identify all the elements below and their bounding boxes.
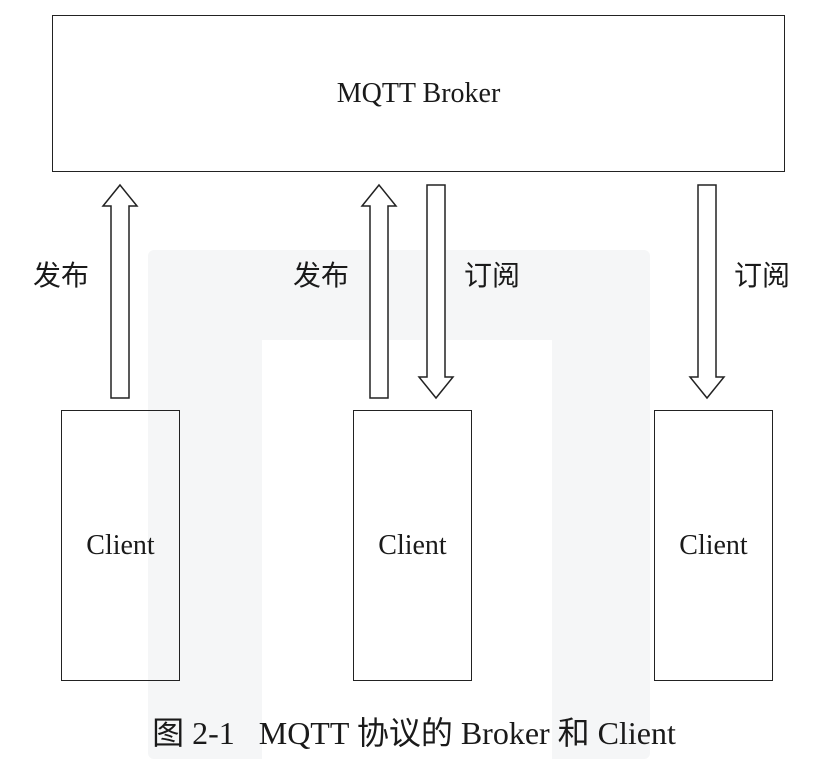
figure-caption: 图 2-1 MQTT 协议的 Broker 和 Client [152, 715, 676, 751]
mqtt-broker-box: MQTT Broker [52, 15, 785, 172]
publish-label-1: 发布 [33, 259, 90, 292]
client-label-1: Client [86, 529, 155, 561]
broker-label: MQTT Broker [336, 77, 501, 109]
publish-label-2: 发布 [293, 259, 350, 292]
client-label-3: Client [679, 529, 748, 561]
client-box-3: Client [654, 410, 773, 681]
publish-arrow-1 [101, 183, 139, 399]
publish-arrow-2 [360, 183, 398, 399]
subscribe-arrow-3 [688, 184, 726, 400]
client-box-1: Client [61, 410, 180, 681]
client-label-2: Client [378, 529, 447, 561]
subscribe-label-2: 订阅 [464, 259, 521, 292]
client-box-2: Client [353, 410, 472, 681]
background-watermark-inner [262, 340, 552, 759]
subscribe-label-3: 订阅 [734, 259, 791, 292]
subscribe-arrow-2 [417, 184, 455, 400]
